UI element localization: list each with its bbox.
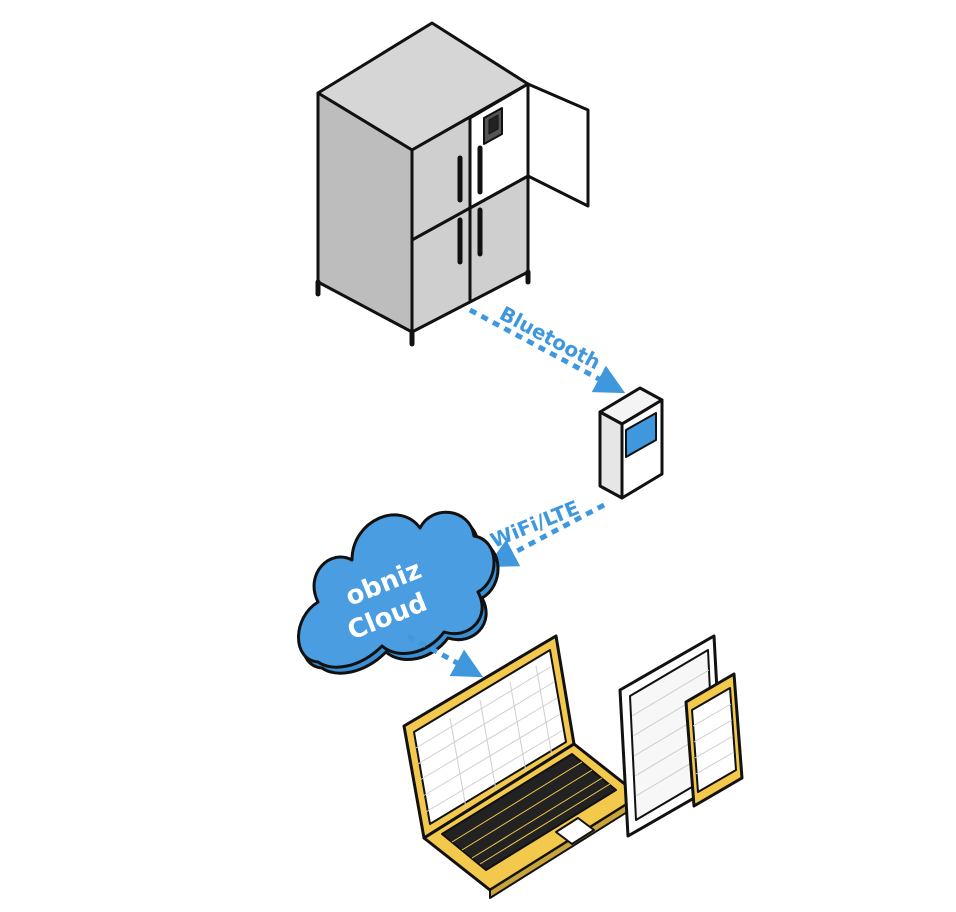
laptop-icon <box>402 634 642 899</box>
bluetooth-link: Bluetooth <box>468 301 626 394</box>
refrigerator-icon <box>315 21 590 347</box>
wifi-lte-link: WiFi/LTE <box>486 495 606 568</box>
cloud-to-devices-arrow <box>406 633 484 678</box>
wifi-lte-arrow <box>486 502 606 568</box>
phone-icon <box>684 672 744 808</box>
obniz-board-icon <box>598 386 664 500</box>
bluetooth-arrow <box>468 307 626 394</box>
bluetooth-label: Bluetooth <box>496 301 605 374</box>
cloud-icon: obniz Cloud <box>297 510 500 675</box>
